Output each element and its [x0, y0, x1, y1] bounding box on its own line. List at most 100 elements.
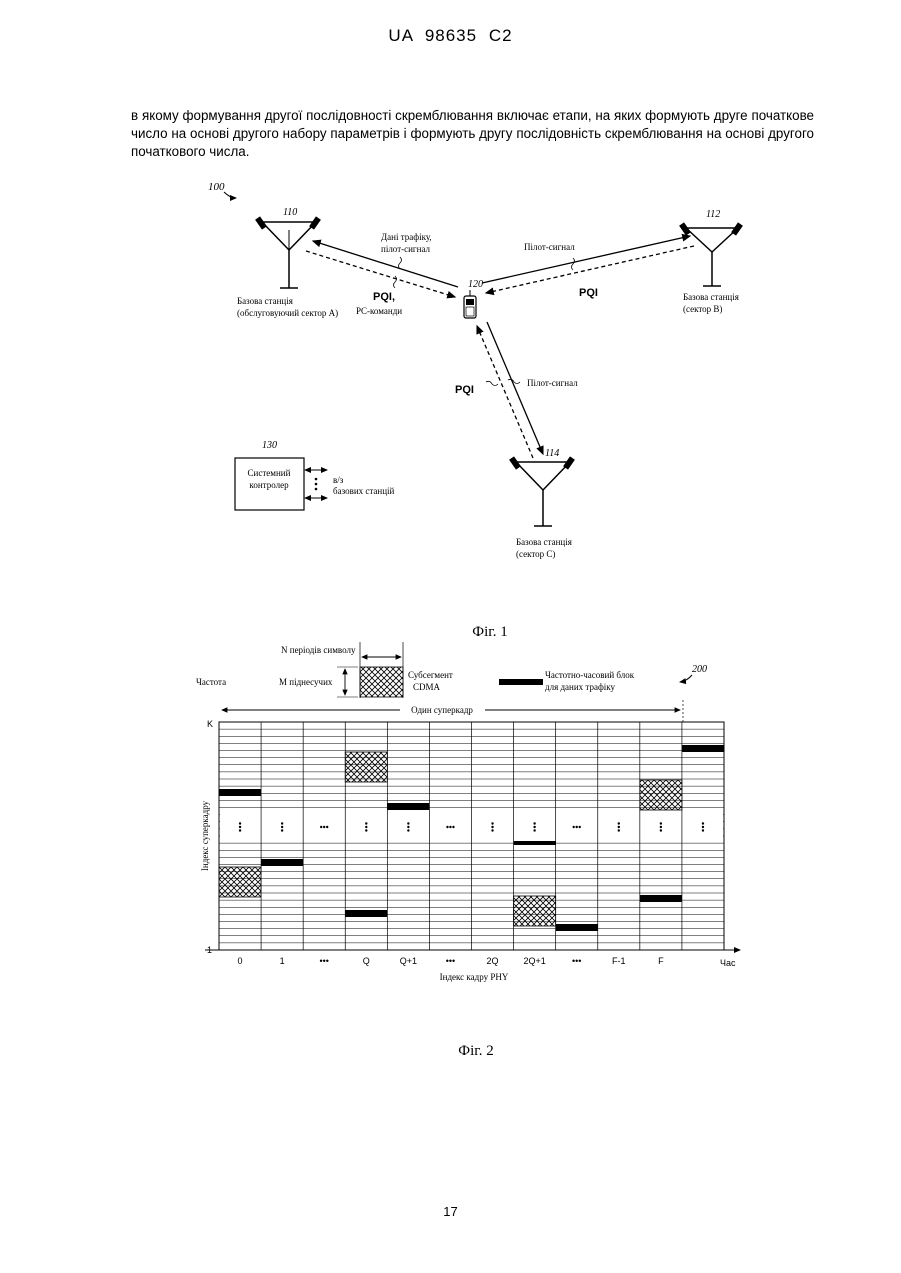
link-c-reverse — [477, 326, 533, 458]
link-c-pqi: PQI — [455, 384, 474, 396]
controller-side2: базових станцій — [333, 486, 395, 496]
traffic-block-legend-label1: Частотно-часовий блок — [545, 670, 635, 680]
link-c-label: Пілот-сигнал — [527, 378, 578, 388]
x-tick-label: ••• — [319, 956, 328, 966]
bs-a-label1: Базова станція — [237, 296, 293, 306]
traffic-block — [387, 803, 429, 810]
ellipsis-dot — [491, 822, 493, 824]
x-tick-label: F — [658, 956, 664, 966]
ellipsis-dot — [281, 822, 283, 824]
ellipsis-dot — [449, 826, 451, 828]
ellipsis-dot — [239, 822, 241, 824]
fig1-caption: Фіг. 1 — [472, 624, 507, 640]
ellipsis-dot — [407, 826, 409, 828]
traffic-block-legend-label2: для даних трафіку — [545, 682, 616, 692]
x-tick-label: ••• — [572, 956, 581, 966]
bs-c-number: 114 — [545, 448, 559, 459]
traffic-block — [682, 745, 724, 752]
ellipsis-dot — [573, 826, 575, 828]
traffic-block — [261, 859, 303, 866]
mobile-terminal-icon — [464, 290, 476, 318]
traffic-block — [345, 910, 387, 917]
ellipsis-dot — [533, 829, 535, 831]
ellipsis-dot — [281, 826, 283, 828]
bs-c-label1: Базова станція — [516, 537, 572, 547]
traffic-block — [640, 895, 682, 902]
fig2-ref-label: 200 — [692, 664, 707, 675]
ellipsis-dot — [365, 822, 367, 824]
ellipsis-dot — [702, 829, 704, 831]
m-subcarriers-label: М піднесучих — [279, 677, 333, 687]
ellipsis-dot — [576, 826, 578, 828]
ellipsis-dot — [326, 826, 328, 828]
link-b-forward — [482, 236, 690, 283]
cdma-legend-label1: Субсегмент — [408, 670, 453, 680]
fig2-ref-arrow — [680, 675, 692, 682]
ellipsis-dot — [533, 822, 535, 824]
superframe-label: Один суперкадр — [411, 705, 473, 715]
ellipsis-dot — [533, 826, 535, 828]
base-station-a-icon — [255, 216, 321, 288]
x-axis-ticks: 01•••QQ+1•••2Q2Q+1•••F-1F — [238, 956, 665, 966]
x-tick-label: 1 — [280, 956, 285, 966]
ellipsis-dot — [407, 829, 409, 831]
page-number: 17 — [0, 1204, 901, 1219]
ellipsis-dot — [446, 826, 448, 828]
cdma-subsegment-block — [219, 867, 261, 897]
link-a-squiggle — [399, 257, 402, 269]
n-periods-label: N періодів символу — [281, 645, 356, 655]
ellipsis-dot — [323, 826, 325, 828]
ellipsis-dot — [365, 829, 367, 831]
link-b-label: Пілот-сигнал — [524, 242, 575, 252]
time-axis-end-label: Час — [720, 958, 736, 968]
traffic-block — [556, 924, 598, 931]
controller-number: 130 — [262, 440, 277, 451]
traffic-block — [219, 789, 261, 796]
ellipsis-dot — [365, 826, 367, 828]
cdma-subsegment-block — [514, 896, 556, 926]
controller-side1: в/з — [333, 475, 344, 485]
k-label: K — [207, 719, 213, 729]
figure-2: N періодів символу М піднесучих Субсегме… — [196, 642, 740, 1059]
link-a-pc: PC-команди — [356, 306, 402, 316]
link-c-squiggle — [486, 381, 498, 385]
traffic-block-legend-swatch — [499, 679, 543, 685]
bs-b-number: 112 — [706, 209, 720, 220]
base-station-c-icon — [509, 456, 575, 526]
ellipsis-dot — [702, 822, 704, 824]
link-b-pqi: PQI — [579, 287, 598, 299]
ellipsis-dot — [491, 826, 493, 828]
x-tick-label: ••• — [446, 956, 455, 966]
ellipsis-dot — [239, 826, 241, 828]
fig2-caption: Фіг. 2 — [458, 1043, 493, 1059]
ellipsis-dot — [618, 829, 620, 831]
link-a-label1: Дані трафіку, — [381, 232, 432, 242]
ellipsis-dot — [452, 826, 454, 828]
x-tick-label: 2Q+1 — [523, 956, 545, 966]
ellipsis-dot — [239, 829, 241, 831]
ellipsis-dot — [702, 826, 704, 828]
cdma-subsegment-block — [345, 752, 387, 782]
bs-a-label2: (обслуговуючий сектор А) — [237, 308, 338, 318]
ellipsis-dot — [579, 826, 581, 828]
bs-c-label2: (сектор С) — [516, 549, 555, 559]
ellipsis-dot — [281, 829, 283, 831]
y-axis-top-label: Частота — [196, 677, 226, 687]
ellipsis-dot — [660, 822, 662, 824]
link-a-pqi: PQI, — [373, 291, 395, 303]
fig1-ref-arrow — [224, 192, 236, 198]
x-tick-label: 2Q — [487, 956, 499, 966]
link-c-forward — [487, 322, 543, 454]
ellipsis-dot — [320, 826, 322, 828]
fig1-ref-label: 100 — [208, 181, 225, 193]
ellipsis-dot — [618, 822, 620, 824]
controller-label2: контролер — [249, 480, 289, 490]
link-c-squiggle-2 — [508, 379, 520, 383]
x-axis-label: Індекс кадру PHY — [440, 972, 509, 982]
ellipsis-dot — [491, 829, 493, 831]
figure-1: 100 110 Базова станція (обслуговуючий се… — [208, 181, 743, 640]
bs-b-label1: Базова станція — [683, 292, 739, 302]
link-b-reverse — [486, 246, 694, 293]
x-tick-label: F-1 — [612, 956, 626, 966]
link-b-squiggle — [572, 258, 575, 270]
